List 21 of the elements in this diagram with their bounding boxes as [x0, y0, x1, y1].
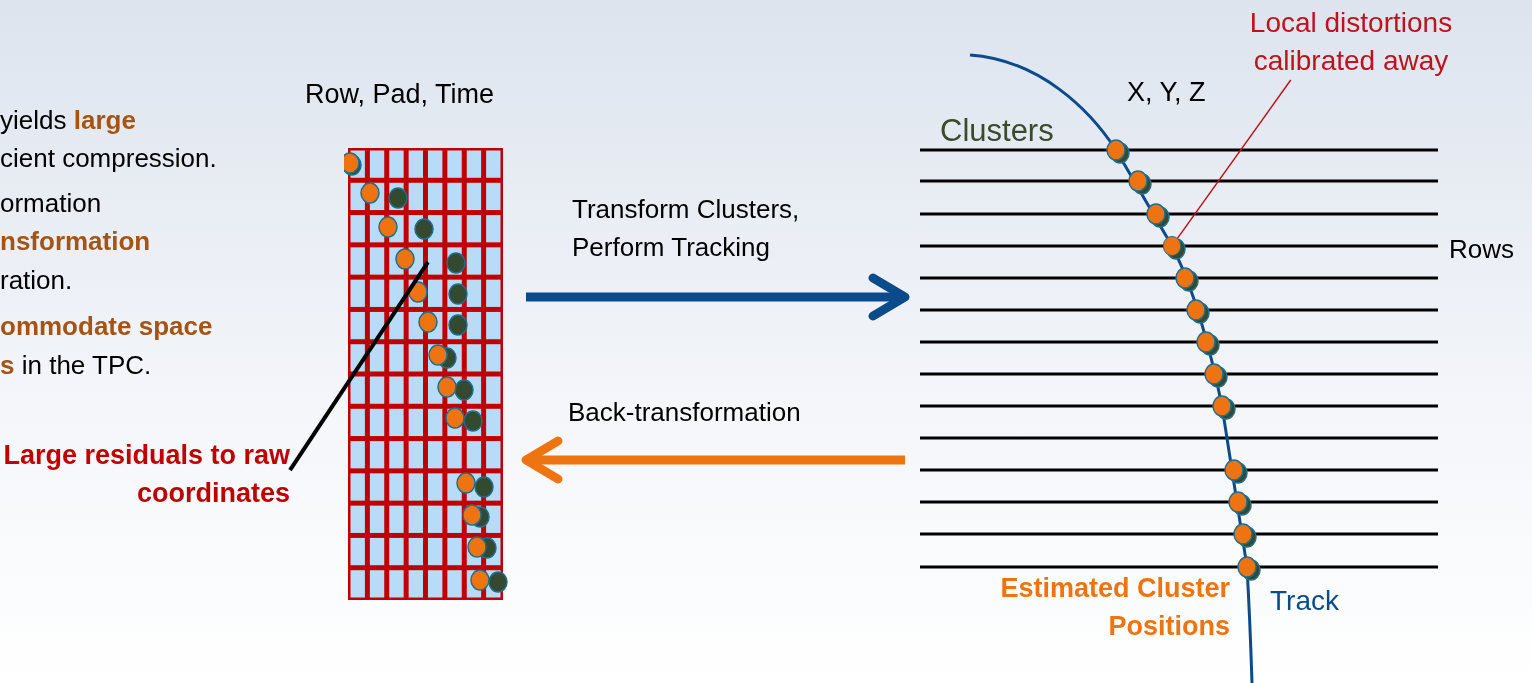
leader-line: [288, 261, 430, 472]
edge-label: Transform Clusters, Perform Tracking: [572, 193, 801, 264]
note-text: Large residuals to raw coordinates: [2, 439, 290, 510]
arrow: [521, 436, 905, 484]
rows-label: Rows: [1449, 233, 1514, 266]
track-label: Track: [1270, 584, 1339, 618]
bullet-text: nsformation: [0, 225, 151, 258]
bullet-text: cient compression.: [0, 142, 217, 175]
leader-line: [1176, 79, 1292, 239]
bullet-text: yields large: [0, 104, 136, 137]
arrow: [526, 273, 910, 321]
note-text: Local distortions calibrated away: [1248, 6, 1454, 78]
edge-label: Back-transformation: [568, 396, 802, 429]
estimated-positions-label: Estimated Cluster Positions: [999, 572, 1230, 643]
bullet-text: s in the TPC.: [0, 349, 152, 382]
panel-heading: Row, Pad, Time: [305, 78, 496, 111]
bullet-text: ormation: [0, 187, 102, 220]
clusters-label: Clusters: [940, 112, 1054, 150]
bullet-text: ommodate space: [0, 310, 213, 343]
bullet-text: ration.: [0, 264, 73, 297]
panel-heading: X, Y, Z: [1127, 76, 1207, 109]
